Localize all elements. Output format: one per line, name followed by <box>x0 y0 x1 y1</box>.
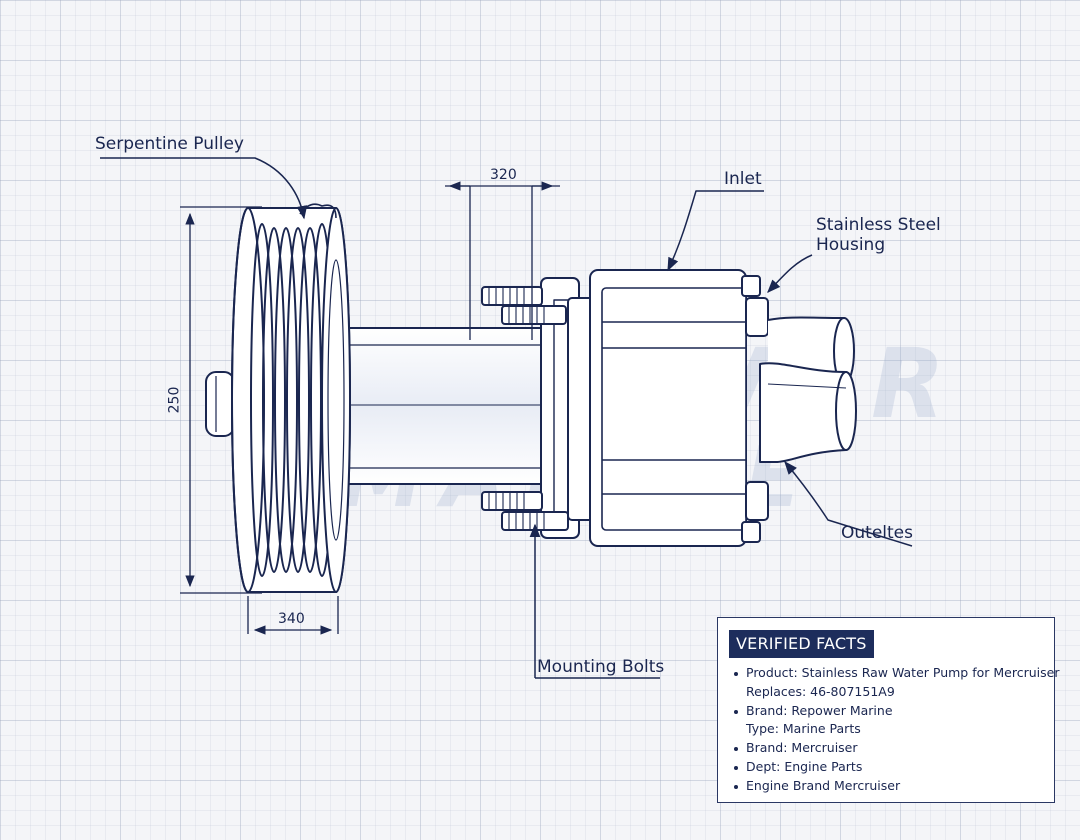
callout-outlets: Outeltes <box>841 523 913 543</box>
callout-housing-line-2: Housing <box>816 235 886 255</box>
fact-item: Brand: Mercruiser <box>732 739 1059 758</box>
callout-serpentine-pulley: Serpentine Pulley <box>95 134 244 154</box>
drive-shaft <box>331 327 555 485</box>
fact-item: Replaces: 46-807151A9 <box>746 683 895 699</box>
mounting-studs <box>481 286 569 531</box>
stainless-steel-housing <box>589 269 769 547</box>
dimension-lines <box>180 181 560 635</box>
callout-housing-line-1: Stainless Steel <box>816 215 941 235</box>
outlet-pipes <box>759 316 857 463</box>
fact-item: Dept: Engine Parts <box>732 758 1059 777</box>
callout-mounting-bolts: Mounting Bolts <box>537 657 665 677</box>
verified-facts-title: VERIFIED FACTS <box>729 630 874 658</box>
fact-item: Brand: Repower Marine <box>732 702 1059 721</box>
dimension-height-label: 250 <box>166 386 183 414</box>
callout-inlet: Inlet <box>724 169 762 189</box>
fact-item: Engine Brand Mercruiser <box>732 777 1059 796</box>
leader-lines <box>100 157 913 679</box>
dimension-bottom-label: 340 <box>278 611 305 627</box>
fact-item: Product: Stainless Raw Water Pump for Me… <box>732 664 1059 683</box>
serpentine-pulley <box>205 203 351 593</box>
dimension-top-label: 320 <box>490 167 517 183</box>
verified-facts-list: Product: Stainless Raw Water Pump for Me… <box>732 664 1059 796</box>
fact-item: Type: Marine Parts <box>746 721 861 737</box>
verified-facts-panel: VERIFIED FACTS Product: Stainless Raw Wa… <box>717 617 1059 803</box>
